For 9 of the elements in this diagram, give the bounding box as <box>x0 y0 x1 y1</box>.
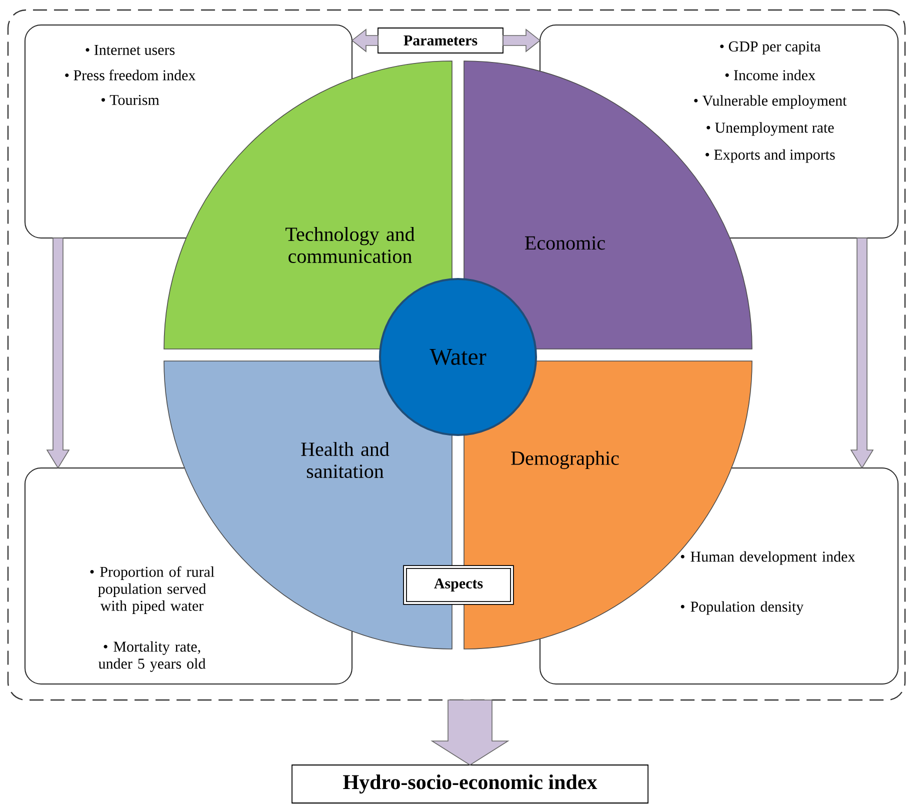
label-box: Aspects <box>403 565 514 605</box>
block-arrow <box>351 28 378 52</box>
label-box: Hydro-socio-economic index <box>292 764 648 804</box>
block-arrow <box>850 238 874 469</box>
block-arrow <box>430 700 510 766</box>
block-arrow <box>502 28 541 52</box>
dashed-frame <box>7 9 906 701</box>
label-box: Parameters <box>378 28 504 54</box>
block-arrow <box>46 238 70 469</box>
